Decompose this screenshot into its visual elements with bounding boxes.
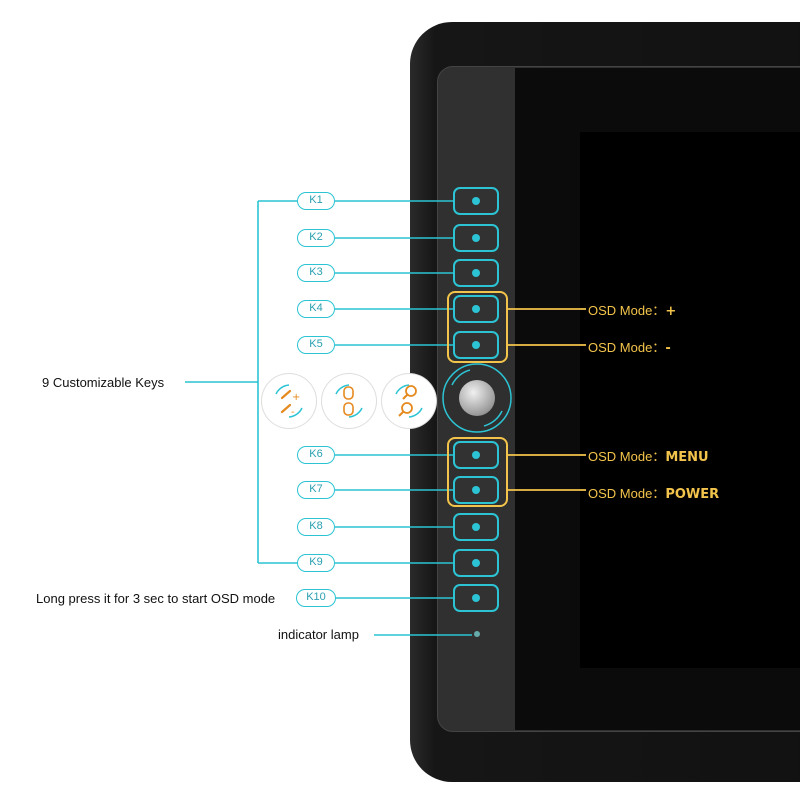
zoom-dial-icon xyxy=(382,374,436,428)
key-k1[interactable] xyxy=(453,187,499,215)
key-label-k6: K6 xyxy=(297,446,335,464)
customizable-keys-caption: 9 Customizable Keys xyxy=(42,375,165,390)
osd-plus-minus-group xyxy=(447,291,508,363)
key-k8[interactable] xyxy=(453,513,499,541)
long-press-caption: Long press it for 3 sec to start OSD mod… xyxy=(36,591,276,606)
rotary-dial-knob-icon[interactable] xyxy=(459,380,495,416)
key-label-k1: K1 xyxy=(297,192,335,210)
key-label-k10: K10 xyxy=(296,589,336,607)
brush-size-dial-icon: + - xyxy=(262,374,316,428)
osd-menu-power-group xyxy=(447,437,508,507)
scroll-dial-icon xyxy=(322,374,376,428)
key-k3[interactable] xyxy=(453,259,499,287)
key-label-k4: K4 xyxy=(297,300,335,318)
key-label-k5: K5 xyxy=(297,336,335,354)
key-k4[interactable] xyxy=(453,295,499,323)
indicator-caption: indicator lamp xyxy=(278,627,359,642)
osd-plus-label: OSD Mode：+ xyxy=(588,303,677,319)
key-k10[interactable] xyxy=(453,584,499,612)
osd-power-label: OSD Mode：POWER xyxy=(588,486,720,502)
key-k9[interactable] xyxy=(453,549,499,577)
key-label-k3: K3 xyxy=(297,264,335,282)
indicator-lamp xyxy=(474,631,480,637)
key-k2[interactable] xyxy=(453,224,499,252)
key-k6[interactable] xyxy=(453,441,499,469)
svg-text:+: + xyxy=(292,392,300,403)
svg-text:-: - xyxy=(291,407,295,418)
key-label-k7: K7 xyxy=(297,481,335,499)
key-k5[interactable] xyxy=(453,331,499,359)
key-label-k8: K8 xyxy=(297,518,335,536)
display-panel xyxy=(580,132,800,668)
osd-menu-label: OSD Mode：MENU xyxy=(588,449,709,465)
osd-minus-label: OSD Mode：- xyxy=(588,340,671,356)
key-label-k2: K2 xyxy=(297,229,335,247)
key-label-k9: K9 xyxy=(297,554,335,572)
key-k7[interactable] xyxy=(453,476,499,504)
